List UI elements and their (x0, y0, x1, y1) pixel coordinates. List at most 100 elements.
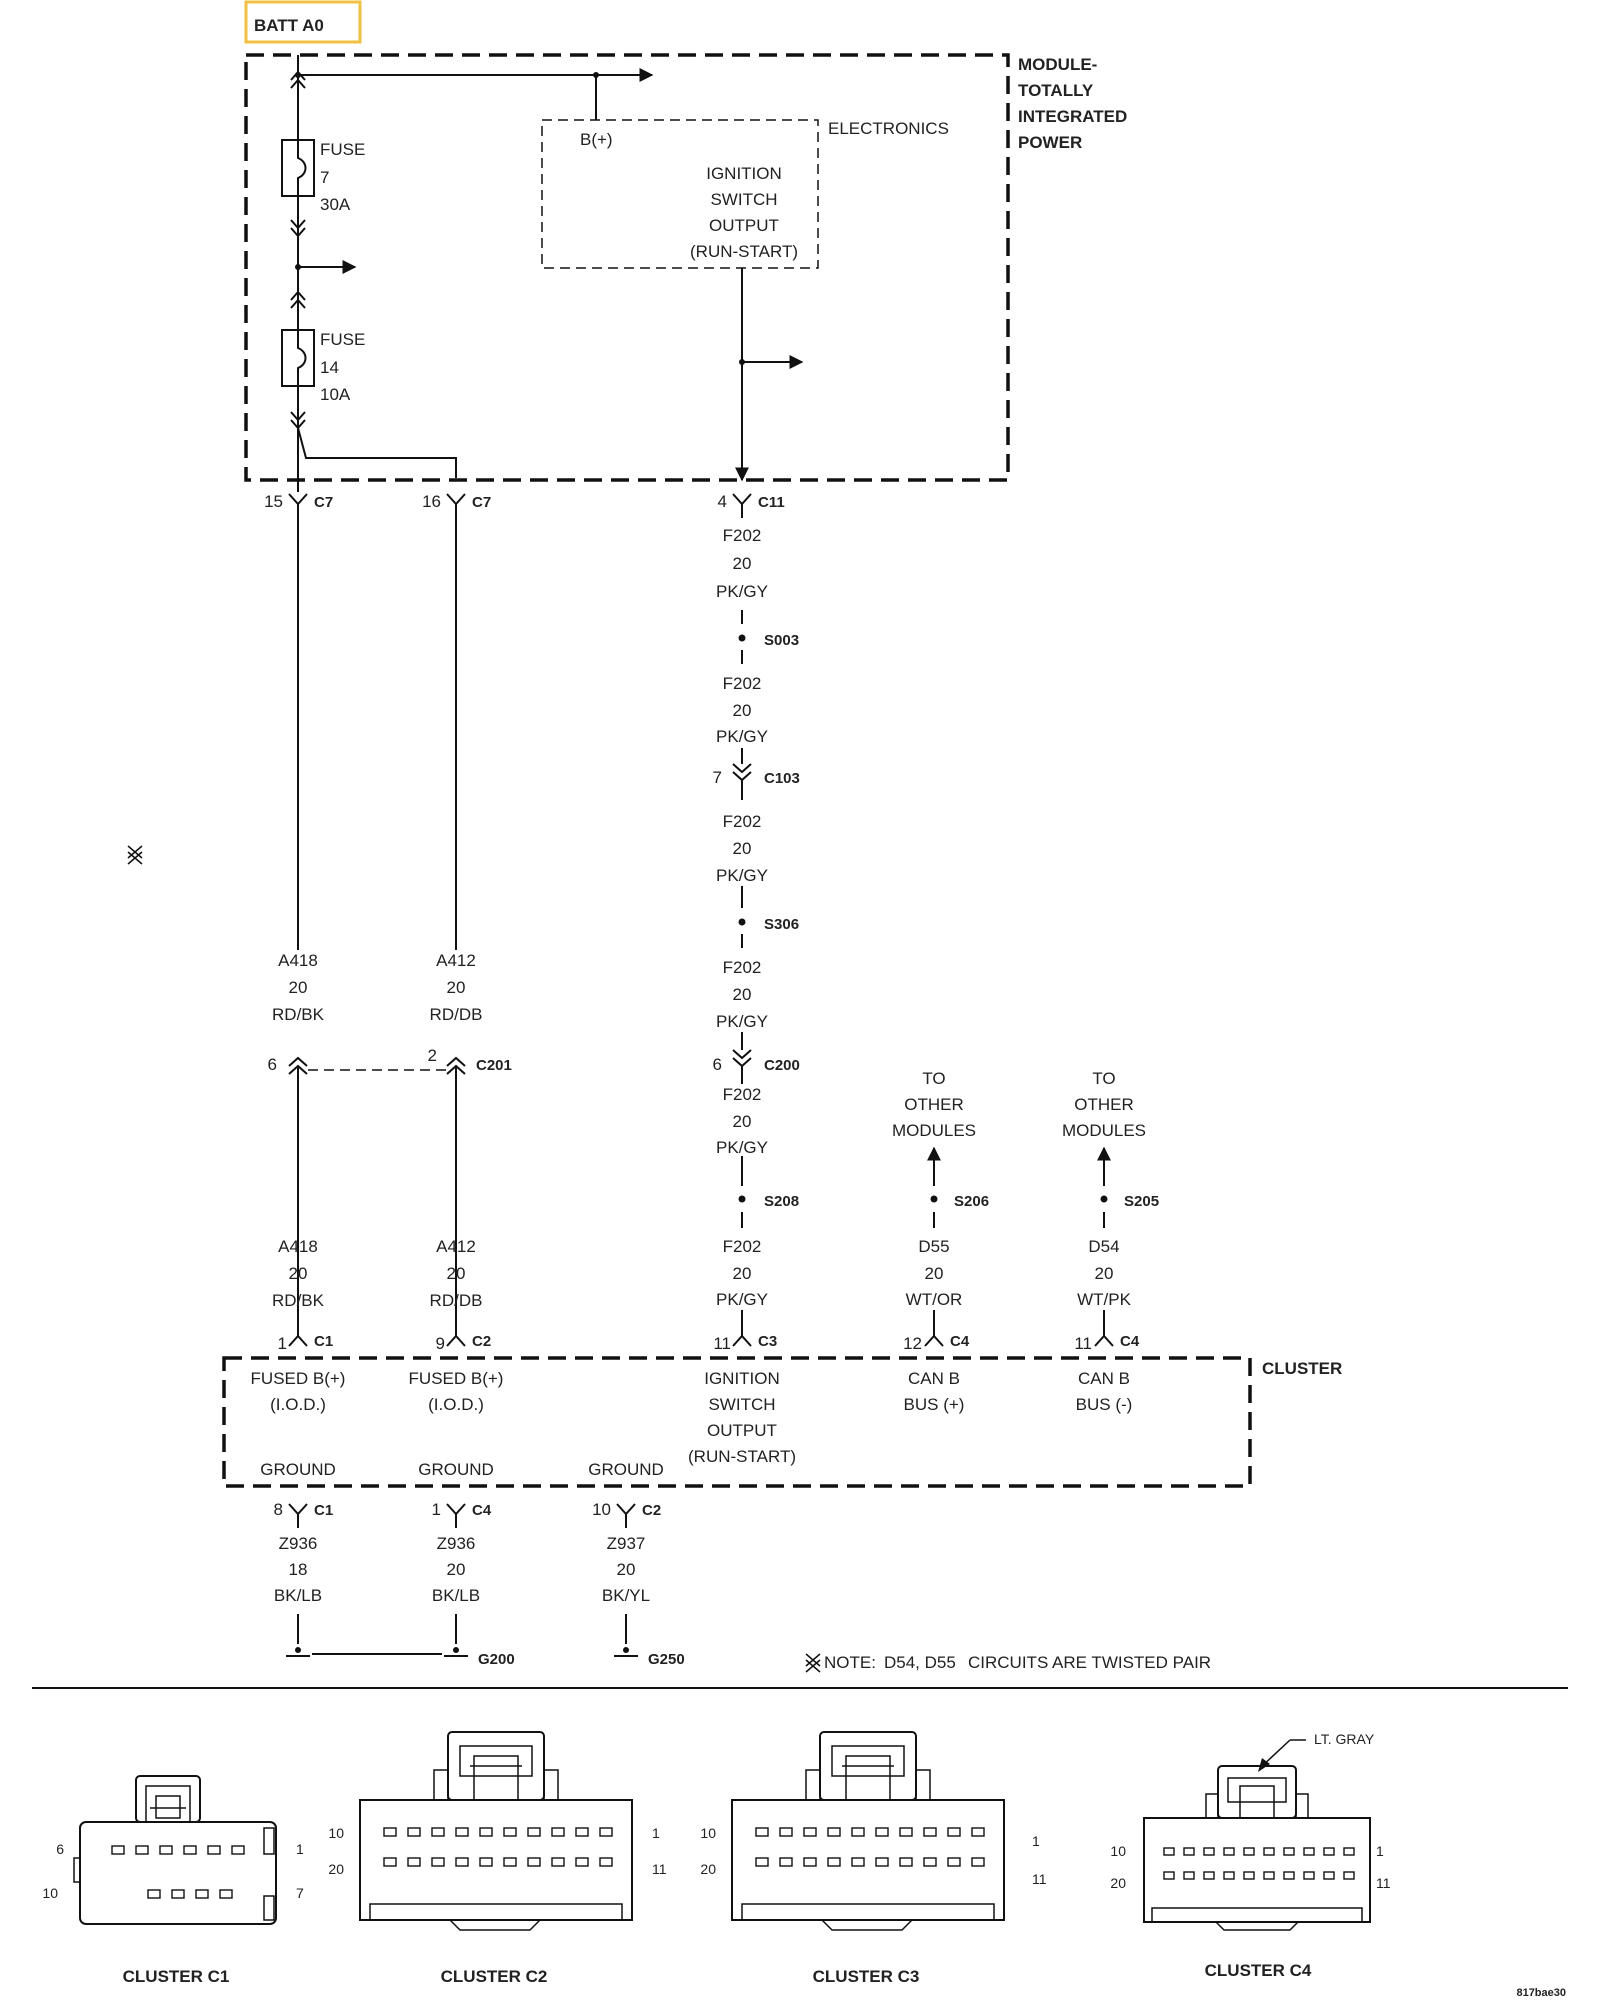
fuse-14-label: FUSE (320, 330, 365, 349)
z936a-color: BK/LB (274, 1586, 322, 1605)
cluster-ignition-line-4: (RUN-START) (688, 1447, 796, 1466)
c3-pin-1: 1 (1032, 1833, 1040, 1849)
note-circuits: D54, D55 (884, 1653, 956, 1672)
a418-gauge-lower: 20 (289, 1264, 308, 1283)
a412-gauge-lower: 20 (447, 1264, 466, 1283)
pin-cavity (575, 1827, 589, 1837)
splice-s205: S205 (1124, 1193, 1159, 1210)
splice-s003: S003 (764, 632, 799, 649)
c4bot-pin: 1 (432, 1500, 441, 1519)
electronics-box (541, 119, 819, 269)
pin-cavity (803, 1827, 817, 1837)
cluster-c2-label: CLUSTER C2 (441, 1967, 548, 1986)
d55-to-line-2: OTHER (904, 1095, 964, 1114)
f202-color-3: PK/GY (716, 866, 768, 885)
fuse-14-rating: 10A (320, 385, 351, 404)
cluster-c3-label: CLUSTER C3 (813, 1967, 920, 1986)
tipm-internal-wiring (281, 55, 804, 492)
c3top-pin: 11 (713, 1334, 731, 1353)
c2-pin-1: 1 (652, 1825, 660, 1841)
column-f202 (732, 493, 752, 1347)
f202-color-5: PK/GY (716, 1138, 768, 1157)
cluster-fused-2-line-1: FUSED B(+) (409, 1369, 504, 1388)
ground-g200: G200 (478, 1651, 515, 1668)
a412-gauge-upper: 20 (447, 978, 466, 997)
pin-cavity (207, 1845, 221, 1855)
z937-color: BK/YL (602, 1586, 650, 1605)
d55-to-line-3: MODULES (892, 1121, 976, 1140)
z936a-gauge: 18 (289, 1560, 308, 1579)
z937-gauge: 20 (617, 1560, 636, 1579)
a412-color-upper: RD/DB (430, 1005, 483, 1024)
splice-s206: S206 (954, 1193, 989, 1210)
c7b-pin: 16 (422, 492, 441, 511)
cluster-ground-1: GROUND (260, 1460, 336, 1479)
c4bot-name: C4 (472, 1502, 492, 1519)
d55-code: D55 (918, 1237, 949, 1256)
c11-name: C11 (758, 494, 785, 511)
pin-cavity (1223, 1871, 1235, 1880)
pin-cavity (1183, 1847, 1195, 1856)
pin-cavity (135, 1845, 149, 1855)
cluster-canb-neg-line-2: BUS (-) (1076, 1395, 1133, 1414)
splice-s208: S208 (764, 1193, 799, 1210)
f202-code-5: F202 (723, 1085, 762, 1104)
ground-g250: G250 (648, 1651, 685, 1668)
z936b-gauge: 20 (447, 1560, 466, 1579)
fuse-14-number: 14 (320, 358, 339, 377)
a418-gauge-upper: 20 (289, 978, 308, 997)
f202-gauge-2: 20 (733, 701, 752, 720)
c4top1-name: C4 (950, 1333, 970, 1350)
f202-code-6: F202 (723, 1237, 762, 1256)
c200-name: C200 (764, 1057, 800, 1074)
pin-cavity (383, 1857, 397, 1867)
cluster-canb-pos-line-1: CAN B (908, 1369, 960, 1388)
f202-gauge-5: 20 (733, 1112, 752, 1131)
pin-cavity (899, 1827, 913, 1837)
c2bot-pin: 10 (592, 1500, 611, 1519)
cluster-ground-2: GROUND (418, 1460, 494, 1479)
f202-code-1: F202 (723, 526, 762, 545)
c1-pin-7: 7 (296, 1885, 304, 1901)
column-d54 (1094, 1146, 1114, 1347)
f202-gauge-6: 20 (733, 1264, 752, 1283)
d54-code: D54 (1088, 1237, 1119, 1256)
pin-cavity (851, 1827, 865, 1837)
electronics-line-1: IGNITION (706, 164, 782, 183)
tipm-name-line-3: INTEGRATED (1018, 107, 1127, 126)
a412-code-lower: A412 (436, 1237, 476, 1256)
cluster-fused-1-line-2: (I.O.D.) (270, 1395, 326, 1414)
pin-cavity (599, 1827, 613, 1837)
tipm-module-box (244, 53, 1010, 482)
column-a418 (286, 493, 310, 1657)
document-id: 817bae30 (1516, 1987, 1566, 1999)
tipm-name-line-2: TOTALLY (1018, 81, 1094, 100)
note-prefix: NOTE: (824, 1653, 876, 1672)
pin-cavity (755, 1857, 769, 1867)
pin-cavity (431, 1857, 445, 1867)
pin-cavity (1203, 1871, 1215, 1880)
c2top-name: C2 (472, 1333, 491, 1350)
f202-code-3: F202 (723, 812, 762, 831)
pin-cavity (1163, 1871, 1175, 1880)
pin-cavity (1183, 1871, 1195, 1880)
pin-cavity (455, 1857, 469, 1867)
cluster-ignition-line-3: OUTPUT (707, 1421, 777, 1440)
d55-to-line-1: TO (922, 1069, 945, 1088)
pin-cavity (779, 1857, 793, 1867)
pin-cavity (183, 1845, 197, 1855)
pin-cavity (479, 1827, 493, 1837)
cluster-canb-pos-line-2: BUS (+) (904, 1395, 965, 1414)
c1-pin-10: 10 (42, 1885, 58, 1901)
c2-pin-10: 10 (328, 1825, 344, 1841)
a418-color-upper: RD/BK (272, 1005, 325, 1024)
column-z937 (614, 1503, 638, 1657)
c1top-name: C1 (314, 1333, 333, 1350)
pin-cavity (503, 1827, 517, 1837)
c3-pin-20: 20 (700, 1861, 716, 1877)
cluster-ignition-line-1: IGNITION (704, 1369, 780, 1388)
pin-cavity (171, 1889, 185, 1899)
f202-code-2: F202 (723, 674, 762, 693)
cluster-name: CLUSTER (1262, 1359, 1342, 1378)
